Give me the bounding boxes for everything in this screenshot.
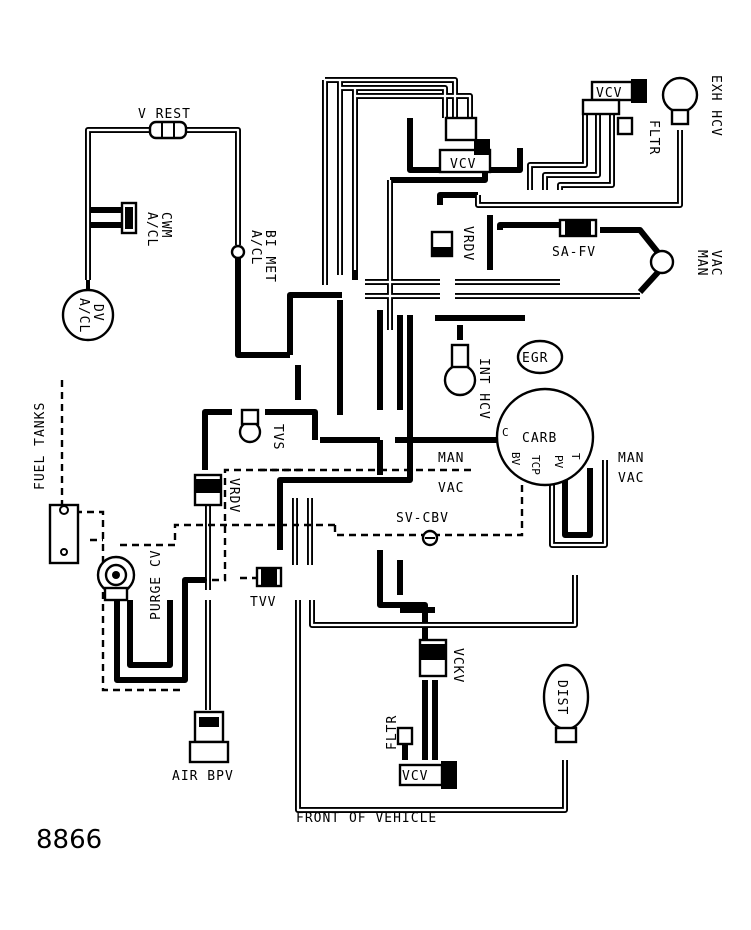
label-carb-port-bv: BV — [509, 452, 522, 466]
sv-cbv-valve — [421, 529, 439, 547]
label-vrdv-top: VRDV — [460, 226, 475, 261]
v-rest-valve — [148, 120, 188, 140]
exh-hcv-valve — [661, 76, 699, 126]
acl-dv-valve — [61, 280, 115, 342]
figure-number: 8866 — [36, 825, 102, 855]
diagram-labels: V REST A/CL CWM A/CL BI MET A/CL DV VCV … — [33, 75, 723, 855]
label-carb-port-c: C — [502, 426, 509, 439]
label-man-vac-left-2: VAC — [438, 481, 464, 496]
label-carb: CARB — [522, 431, 557, 446]
label-air-bpv: AIR BPV — [172, 769, 234, 784]
label-man-vac-left-1: MAN — [438, 451, 464, 466]
label-acl-bimet-1: A/CL — [248, 230, 263, 265]
label-man-vac-top-1: MAN — [694, 250, 709, 276]
label-acl-dv-2: DV — [90, 304, 105, 322]
label-egr: EGR — [522, 351, 548, 366]
label-int-hcv: INT HCV — [476, 358, 491, 420]
label-tvv: TVV — [250, 595, 276, 610]
label-man-vac-right-2: VAC — [618, 471, 644, 486]
label-purge-cv: PURGE CV — [149, 549, 164, 620]
label-dist: DIST — [554, 680, 569, 715]
label-fuel-tanks: FUEL TANKS — [33, 402, 48, 490]
acl-cwm-switch — [120, 201, 138, 235]
label-acl-cwm-2: CWM — [158, 212, 173, 238]
vckv-valve — [418, 638, 448, 678]
dashed-lines — [60, 380, 524, 692]
vrdv-top-valve — [430, 230, 454, 258]
label-v-rest: V REST — [138, 107, 191, 122]
vrdv-left-valve — [193, 473, 223, 507]
man-vac-top-port — [649, 249, 675, 275]
label-sv-cbv: SV-CBV — [396, 511, 449, 526]
purge-cv-valve — [96, 555, 136, 602]
fuel-tank-connector — [48, 503, 80, 565]
label-vcv-top: VCV — [450, 157, 476, 172]
label-vckv: VCKV — [450, 648, 465, 683]
air-bpv-valve — [188, 710, 230, 764]
label-vcv-right: VCV — [596, 86, 622, 101]
dist-distributor — [542, 663, 590, 744]
sa-fv-valve — [558, 218, 598, 238]
label-man-vac-top-2: VAC — [708, 250, 723, 276]
egr-valve — [516, 339, 564, 375]
label-man-vac-right-1: MAN — [618, 451, 644, 466]
label-acl-bimet-2: BI MET — [262, 230, 277, 283]
label-vcv-bottom: VCV — [402, 769, 428, 784]
label-tvs: TVS — [270, 424, 285, 450]
label-acl-dv-1: A/CL — [76, 298, 91, 333]
label-fltr-top: FLTR — [646, 120, 661, 155]
label-vrdv-left: VRDV — [226, 478, 241, 513]
int-hcv-valve — [443, 343, 477, 397]
label-acl-cwm-1: A/CL — [144, 212, 159, 247]
vcv-top-valve — [438, 116, 492, 174]
label-exh-hcv: EXH HCV — [708, 75, 723, 137]
fltr-bottom-filter — [396, 726, 414, 746]
label-sa-fv: SA-FV — [552, 245, 596, 260]
acl-bimet-switch — [230, 244, 246, 260]
tvv-valve — [255, 566, 283, 588]
vcv-bottom-valve — [398, 761, 457, 789]
label-carb-port-tcp: TCP — [529, 455, 542, 475]
hose-inner-lines — [86, 78, 682, 812]
fltr-top-filter — [616, 116, 634, 136]
label-fltr-bottom: FLTR — [385, 715, 400, 750]
label-front-of-vehicle: FRONT OF VEHICLE — [296, 811, 437, 826]
label-carb-port-t: T — [569, 453, 582, 460]
vcv-right-valve — [581, 79, 647, 116]
carburetor — [495, 387, 595, 487]
tvs-valve — [238, 408, 262, 444]
label-carb-port-pv: PV — [552, 455, 565, 469]
